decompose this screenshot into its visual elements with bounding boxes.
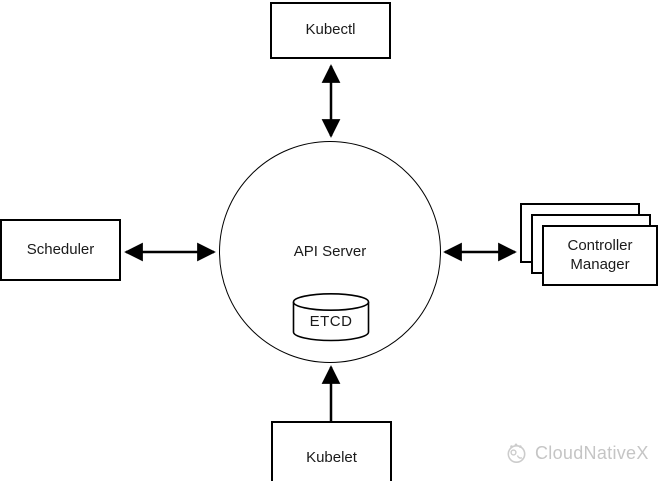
etcd-label: ETCD xyxy=(309,313,353,330)
node-kubectl: Kubectl xyxy=(270,2,391,59)
controller-manager-label: Controller Manager xyxy=(567,236,633,273)
node-scheduler: Scheduler xyxy=(0,219,121,281)
api-server-label: API Server xyxy=(293,243,367,260)
watermark-label: CloudNativeX xyxy=(535,443,649,463)
database-cylinder-icon xyxy=(292,293,370,342)
kubectl-label: Kubectl xyxy=(305,21,356,39)
cylinder-body xyxy=(292,302,370,342)
node-controller-manager: Controller Manager xyxy=(542,225,658,286)
watermark: CloudNativeX xyxy=(505,442,649,465)
cylinder-top xyxy=(292,293,370,311)
scheduler-label: Scheduler xyxy=(26,240,95,258)
node-kubelet: Kubelet xyxy=(271,421,392,481)
cloudnativex-logo-icon xyxy=(507,443,526,463)
kubelet-label: Kubelet xyxy=(306,449,357,467)
